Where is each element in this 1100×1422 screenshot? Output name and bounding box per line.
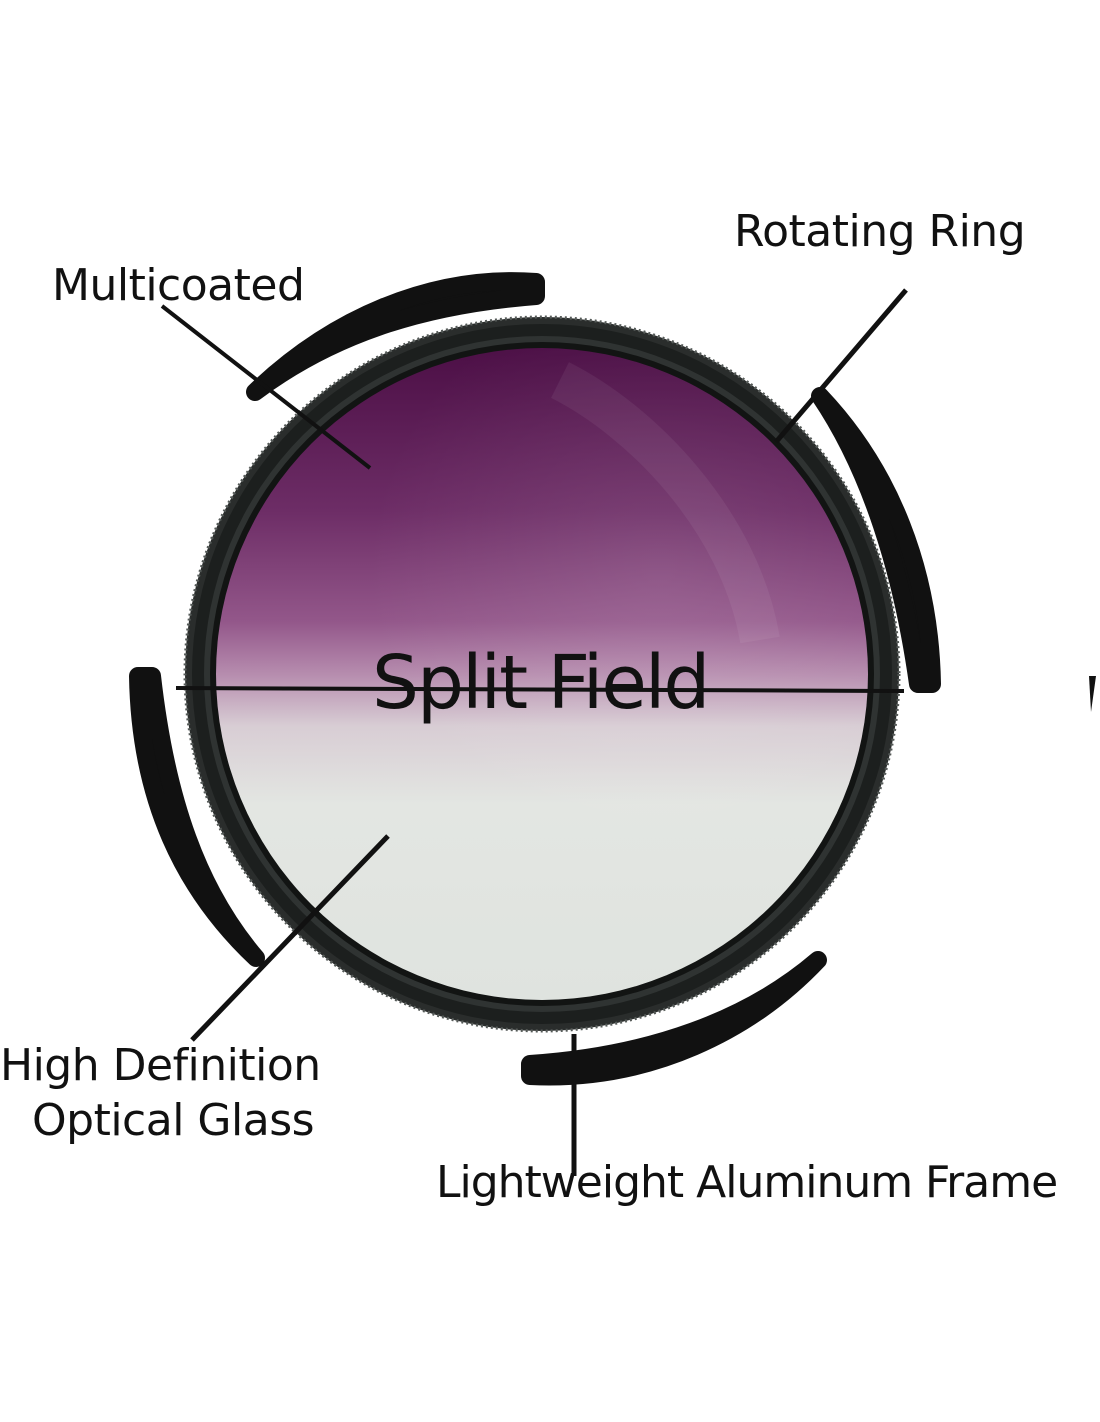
rotation-arrow-right xyxy=(811,387,941,693)
leader-line-hd-glass xyxy=(190,834,390,1042)
leader-line-split-field xyxy=(175,686,905,693)
label-split-field: Split Field xyxy=(372,640,710,726)
rotation-arrow-bottom xyxy=(521,951,827,1086)
glass-reflection-arc xyxy=(550,362,780,644)
label-multicoated: Multicoated xyxy=(52,260,305,311)
label-aluminum-frame: Lightweight Aluminum Frame xyxy=(436,1157,1058,1208)
label-high-definition-glass: High Definition Optical Glass xyxy=(0,1038,321,1148)
label-high-definition-line1: High Definition xyxy=(0,1040,321,1091)
leader-line-multicoated xyxy=(160,304,372,470)
rotation-arrow-fragment xyxy=(1089,676,1096,712)
rotation-arrow-left xyxy=(129,667,265,967)
rotation-arrow-top xyxy=(246,272,545,401)
label-high-definition-line2: Optical Glass xyxy=(32,1095,315,1146)
filter-glass-shine xyxy=(216,348,868,1000)
leader-line-rotating-ring xyxy=(774,288,908,444)
label-rotating-ring: Rotating Ring xyxy=(734,206,1026,257)
